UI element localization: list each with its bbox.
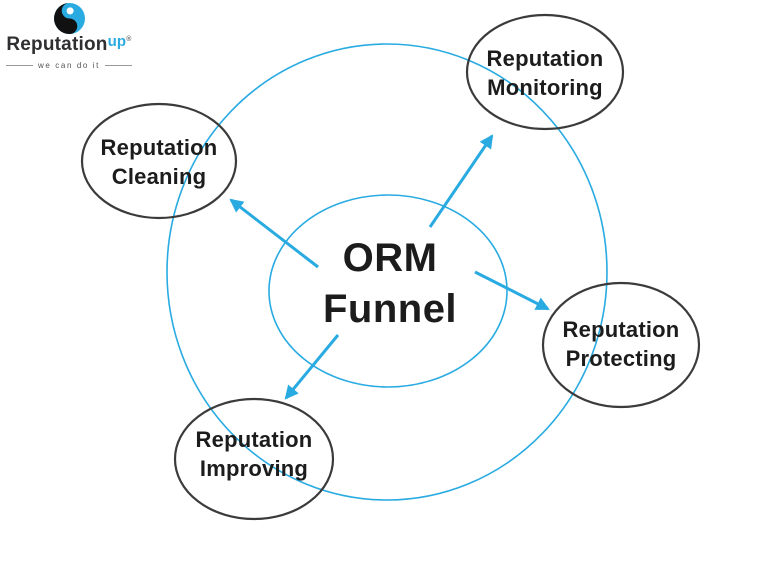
node-label-line: Reputation — [562, 317, 680, 342]
registered-trademark-symbol: ® — [126, 36, 132, 43]
node-label-line: Cleaning — [111, 164, 207, 189]
logo-brand-text: Reputation — [6, 34, 108, 55]
node-ellipse-cleaning — [80, 102, 238, 220]
node-label-line: Reputation — [100, 135, 218, 160]
node-label-cleaning: Reputation Cleaning — [101, 133, 218, 191]
node-ellipse-protecting — [541, 281, 701, 409]
hub-label-line1: ORM — [342, 236, 438, 280]
reputationup-logo: Reputationup® we can do it — [6, 3, 132, 70]
node-label-line: Protecting — [565, 346, 677, 371]
node-ellipse-improving — [173, 397, 335, 521]
node-label-line: Reputation — [486, 46, 604, 71]
arrow-to-cleaning — [229, 198, 319, 269]
hub-label-line2: Funnel — [322, 287, 458, 331]
node-label-line: Monitoring — [487, 75, 603, 100]
tagline-right-rule — [104, 65, 132, 66]
tagline-left-rule — [6, 65, 34, 66]
arrow-to-protecting — [474, 270, 550, 311]
logo-wordmark: Reputationup® — [6, 33, 132, 59]
logo-brand-suffix: up — [107, 33, 127, 50]
reputationup-yin-yang-icon — [53, 3, 85, 34]
logo-tagline: we can do it — [6, 61, 132, 70]
hub-ellipse — [268, 194, 508, 388]
arrow-to-improving — [284, 334, 340, 400]
tagline-text: we can do it — [38, 61, 100, 70]
outer-cycle-circle — [166, 43, 608, 501]
node-label-line: Improving — [199, 456, 309, 481]
node-label-improving: Reputation Improving — [196, 425, 313, 483]
hub-label: ORM Funnel — [323, 233, 457, 335]
node-label-line: Reputation — [195, 427, 313, 452]
node-label-protecting: Reputation Protecting — [563, 315, 680, 373]
node-ellipse-monitoring — [465, 13, 625, 131]
node-label-monitoring: Reputation Monitoring — [487, 44, 604, 102]
arrow-to-monitoring — [428, 134, 494, 228]
